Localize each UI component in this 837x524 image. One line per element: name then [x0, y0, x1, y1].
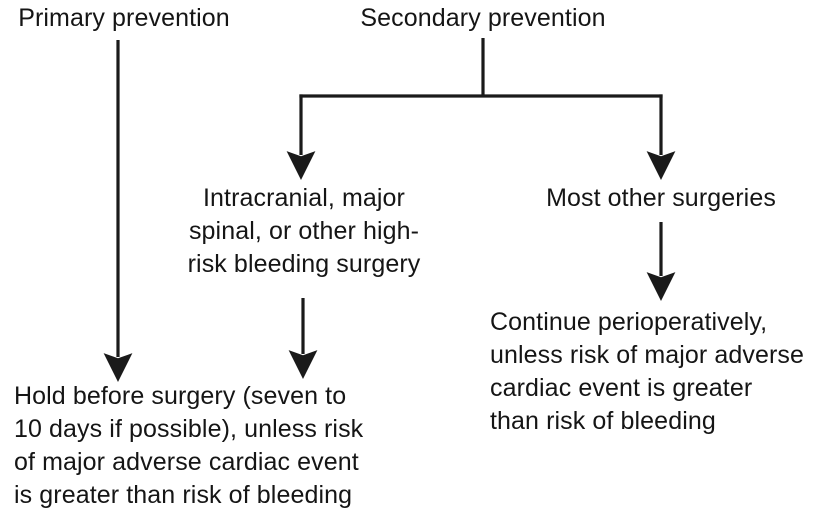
node-most-other-surgeries: Most other surgeries: [546, 184, 776, 212]
node-primary-prevention: Primary prevention: [18, 4, 230, 32]
node-continue-perioperatively: Continue perioperatively, unless risk of…: [490, 308, 805, 435]
node-secondary-prevention: Secondary prevention: [360, 4, 606, 32]
node-high-risk-bleeding-surgery: Intracranial, major spinal, or other hig…: [187, 184, 421, 278]
node-hold-before-surgery: Hold before surgery (seven to 10 days if…: [14, 382, 364, 509]
secondary-split-stem: [299, 38, 663, 98]
